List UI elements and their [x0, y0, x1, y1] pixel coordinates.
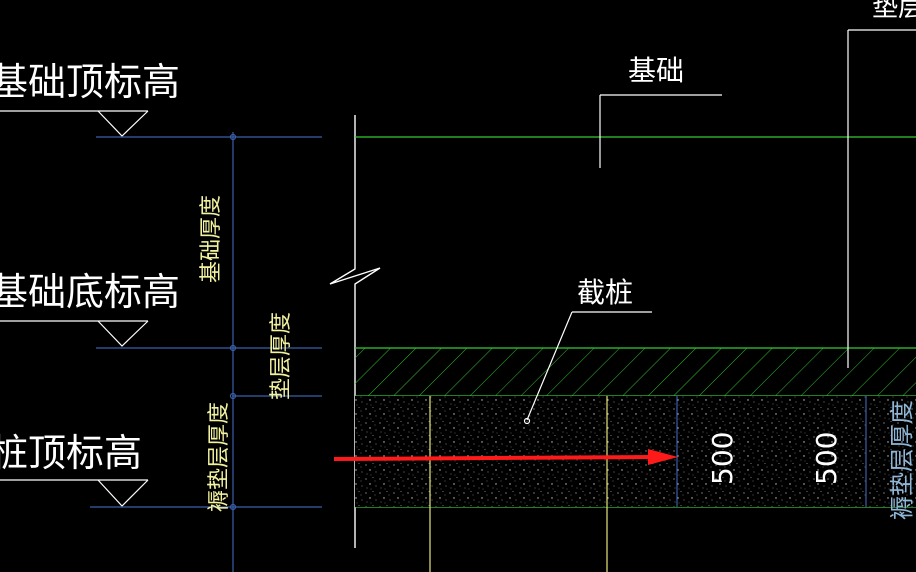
red-arrow-annotation [333, 449, 678, 465]
pile-top-elevation-label: 桩顶标高 [0, 431, 142, 475]
dimension-500-b: 500 [810, 432, 843, 485]
right-vertical-label: 褥垫层厚度 [888, 400, 916, 520]
cushion-leader [847, 29, 916, 368]
cushion-hatch [355, 348, 916, 396]
foundation-leader [599, 94, 722, 168]
left-dimension-lines [90, 132, 322, 572]
elevation-markers [0, 110, 149, 507]
cut-pile-leader [526, 311, 652, 421]
cut-pile-leader-dot [523, 417, 531, 425]
foundation-thickness-label: 基础厚度 [199, 195, 224, 283]
foundation-top-elevation-label: 基础顶标高 [0, 60, 180, 104]
cut-pile-label: 截桩 [577, 276, 633, 309]
dimension-tick-circles [229, 133, 237, 511]
dimension-500-a: 500 [706, 432, 739, 485]
pile-lines [429, 396, 608, 572]
break-line [329, 115, 381, 548]
cushion-top-right-label: 垫层 [872, 0, 916, 23]
concrete-fill [355, 396, 916, 507]
right-dimension-lines [676, 396, 867, 507]
foundation-bottom-elevation-label: 基础底标高 [0, 270, 180, 314]
foundation-label: 基础 [628, 54, 684, 87]
cushion-layer-thickness-label: 褥垫层厚度 [207, 402, 232, 512]
cushion-thickness-label: 垫层厚度 [269, 312, 294, 400]
